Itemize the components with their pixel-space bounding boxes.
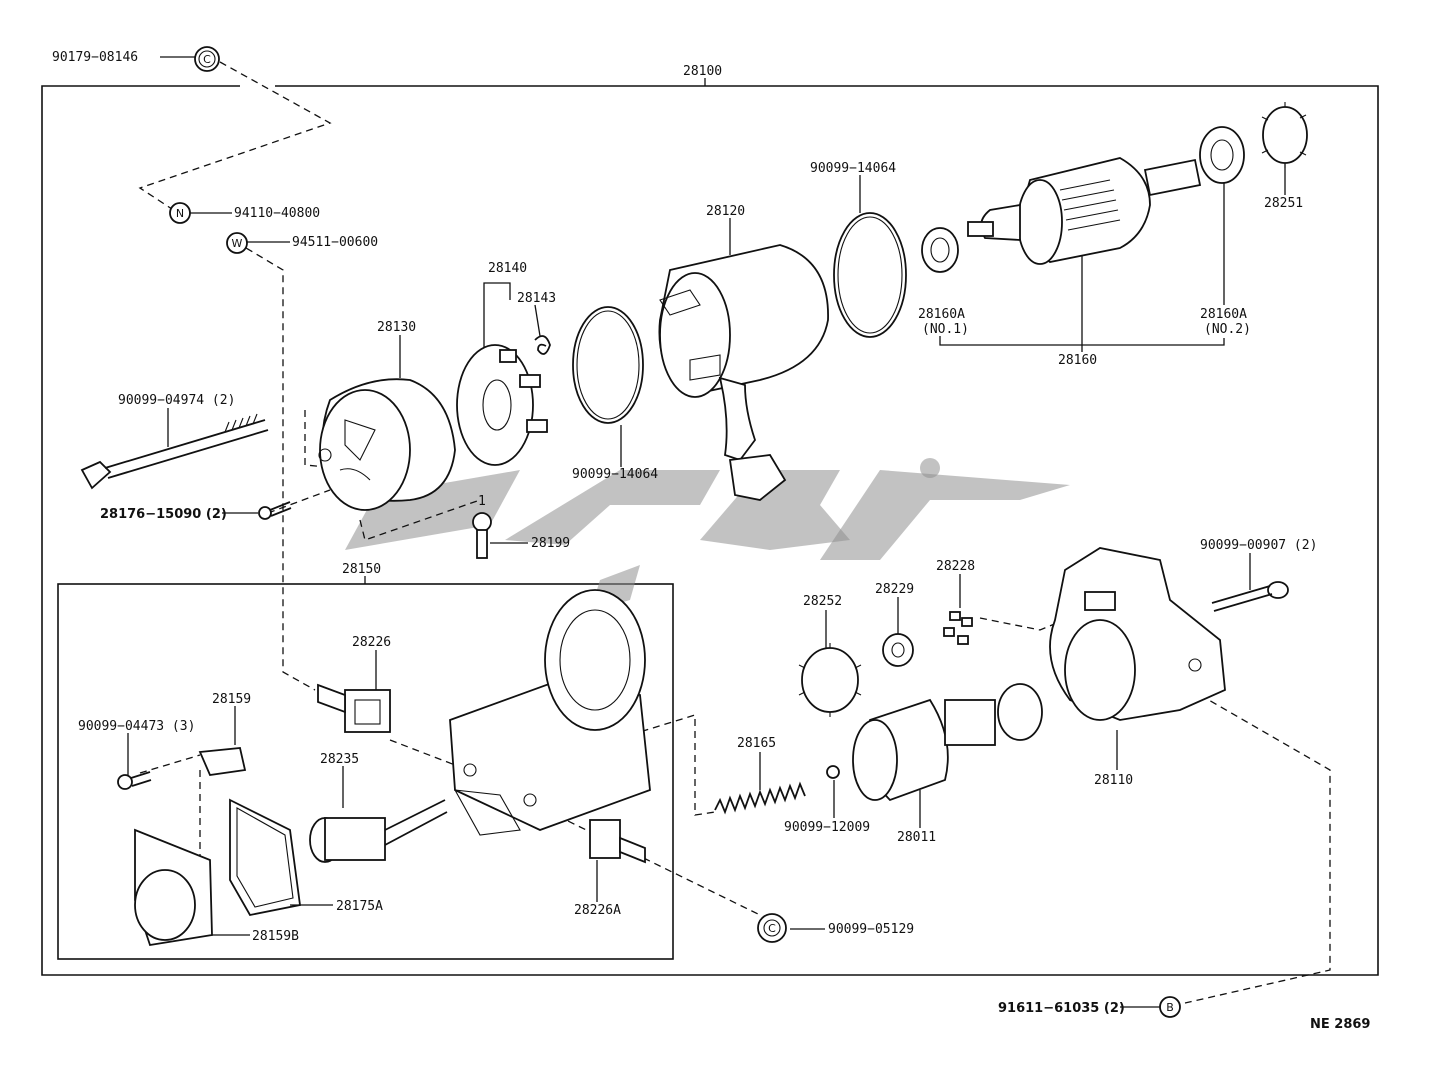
starter-housing-28110: [1049, 547, 1226, 721]
label-28100: 28100: [683, 64, 722, 79]
idler-gear-28252: [798, 643, 862, 717]
label-90099-00907: 90099−00907 (2): [1200, 538, 1317, 553]
end-cover-28159B: [134, 828, 213, 947]
spring-28165: [714, 781, 806, 815]
gasket-28175A: [229, 798, 302, 917]
label-28165: 28165: [737, 736, 776, 751]
label-28251: 28251: [1264, 196, 1303, 211]
washer-94511-00600: [226, 232, 248, 254]
outer-frame: [41, 85, 1379, 976]
screw-28176: [258, 501, 292, 520]
spring-28143: [534, 335, 551, 355]
label-28150: 28150: [342, 562, 381, 577]
label-28160A-no1: 28160A: [918, 307, 965, 322]
armature-28160: [967, 157, 1202, 265]
label-28199-note: 1: [478, 494, 486, 509]
label-28175A: 28175A: [336, 899, 383, 914]
label-28252: 28252: [803, 594, 842, 609]
screw-28199: [472, 512, 492, 559]
screw-90099-04473: [117, 771, 152, 790]
label-94110-40800: 94110−40800: [234, 206, 320, 221]
drawing-code: NE 2869: [1310, 1017, 1370, 1032]
plunger-28235: [309, 799, 448, 863]
bolt-90099-00907: [1211, 581, 1289, 612]
label-28159B: 28159B: [252, 929, 299, 944]
label-28235: 28235: [320, 752, 359, 767]
label-90099-05129: 90099−05129: [828, 922, 914, 937]
retainer-28229: [882, 633, 914, 667]
label-28229: 28229: [875, 582, 914, 597]
label-90099-12009: 90099−12009: [784, 820, 870, 835]
bearing-28160A-no1: [921, 227, 959, 273]
bolt-91611-61035: [1159, 996, 1181, 1018]
label-28011: 28011: [897, 830, 936, 845]
terminal-28226: [317, 683, 391, 733]
label-90099-14064-bottom: 90099−14064: [572, 467, 658, 482]
label-28176-15090: 28176−15090 (2): [100, 507, 227, 522]
label-94511-00600: 94511−00600: [292, 235, 378, 250]
label-28140: 28140: [488, 261, 527, 276]
label-28228: 28228: [936, 559, 975, 574]
label-28160A-no2-sub: (NO.2): [1204, 322, 1251, 337]
symbol-b: B: [1166, 1001, 1174, 1014]
label-28120: 28120: [706, 204, 745, 219]
label-91611-61035: 91611−61035 (2): [998, 1001, 1125, 1016]
label-28160A-no1-sub: (NO.1): [922, 322, 969, 337]
label-28130: 28130: [377, 320, 416, 335]
ball-90099-12009: [826, 765, 840, 779]
contact-plate-28159: [198, 747, 247, 776]
label-90099-04473: 90099−04473 (3): [78, 719, 195, 734]
circle-symbols: C N W C B: [176, 53, 1174, 1014]
gear-28251: [1261, 102, 1308, 168]
o-ring-lower: [572, 306, 644, 424]
nut-90179-08146: [194, 46, 220, 72]
label-28160: 28160: [1058, 353, 1097, 368]
label-28143: 28143: [517, 291, 556, 306]
nut-94110-40800: [169, 202, 191, 224]
label-28159: 28159: [212, 692, 251, 707]
label-28226: 28226: [352, 635, 391, 650]
through-bolt: [80, 413, 269, 490]
symbol-c-top: C: [203, 53, 211, 66]
o-ring-upper: [833, 212, 907, 338]
yoke-28120: [658, 244, 829, 501]
brush-holder-28140: [456, 344, 548, 466]
watermark-logo: [345, 458, 1070, 612]
starter-clutch-28011: [852, 683, 1043, 802]
label-90099-14064-top: 90099−14064: [810, 161, 896, 176]
label-90179-08146: 90179−08146: [52, 50, 138, 65]
end-frame-28130: [318, 378, 456, 511]
label-28160A-no2: 28160A: [1200, 307, 1247, 322]
label-28226A: 28226A: [574, 903, 621, 918]
bearing-28160A-no2: [1199, 126, 1245, 184]
nut-90099-05129: [757, 913, 787, 943]
symbol-c-bottom: C: [768, 922, 776, 935]
label-28110: 28110: [1094, 773, 1133, 788]
symbol-n: N: [176, 207, 184, 220]
rollers-28228: [943, 611, 973, 645]
symbol-w: W: [232, 237, 243, 250]
label-90099-04974: 90099−04974 (2): [118, 393, 235, 408]
part-labels: 90179−08146 28100 94110−40800 94511−0060…: [52, 50, 1370, 1032]
magnetic-switch-body-28150: [449, 589, 651, 836]
label-28199: 28199: [531, 536, 570, 551]
terminal-28226A: [589, 819, 646, 864]
